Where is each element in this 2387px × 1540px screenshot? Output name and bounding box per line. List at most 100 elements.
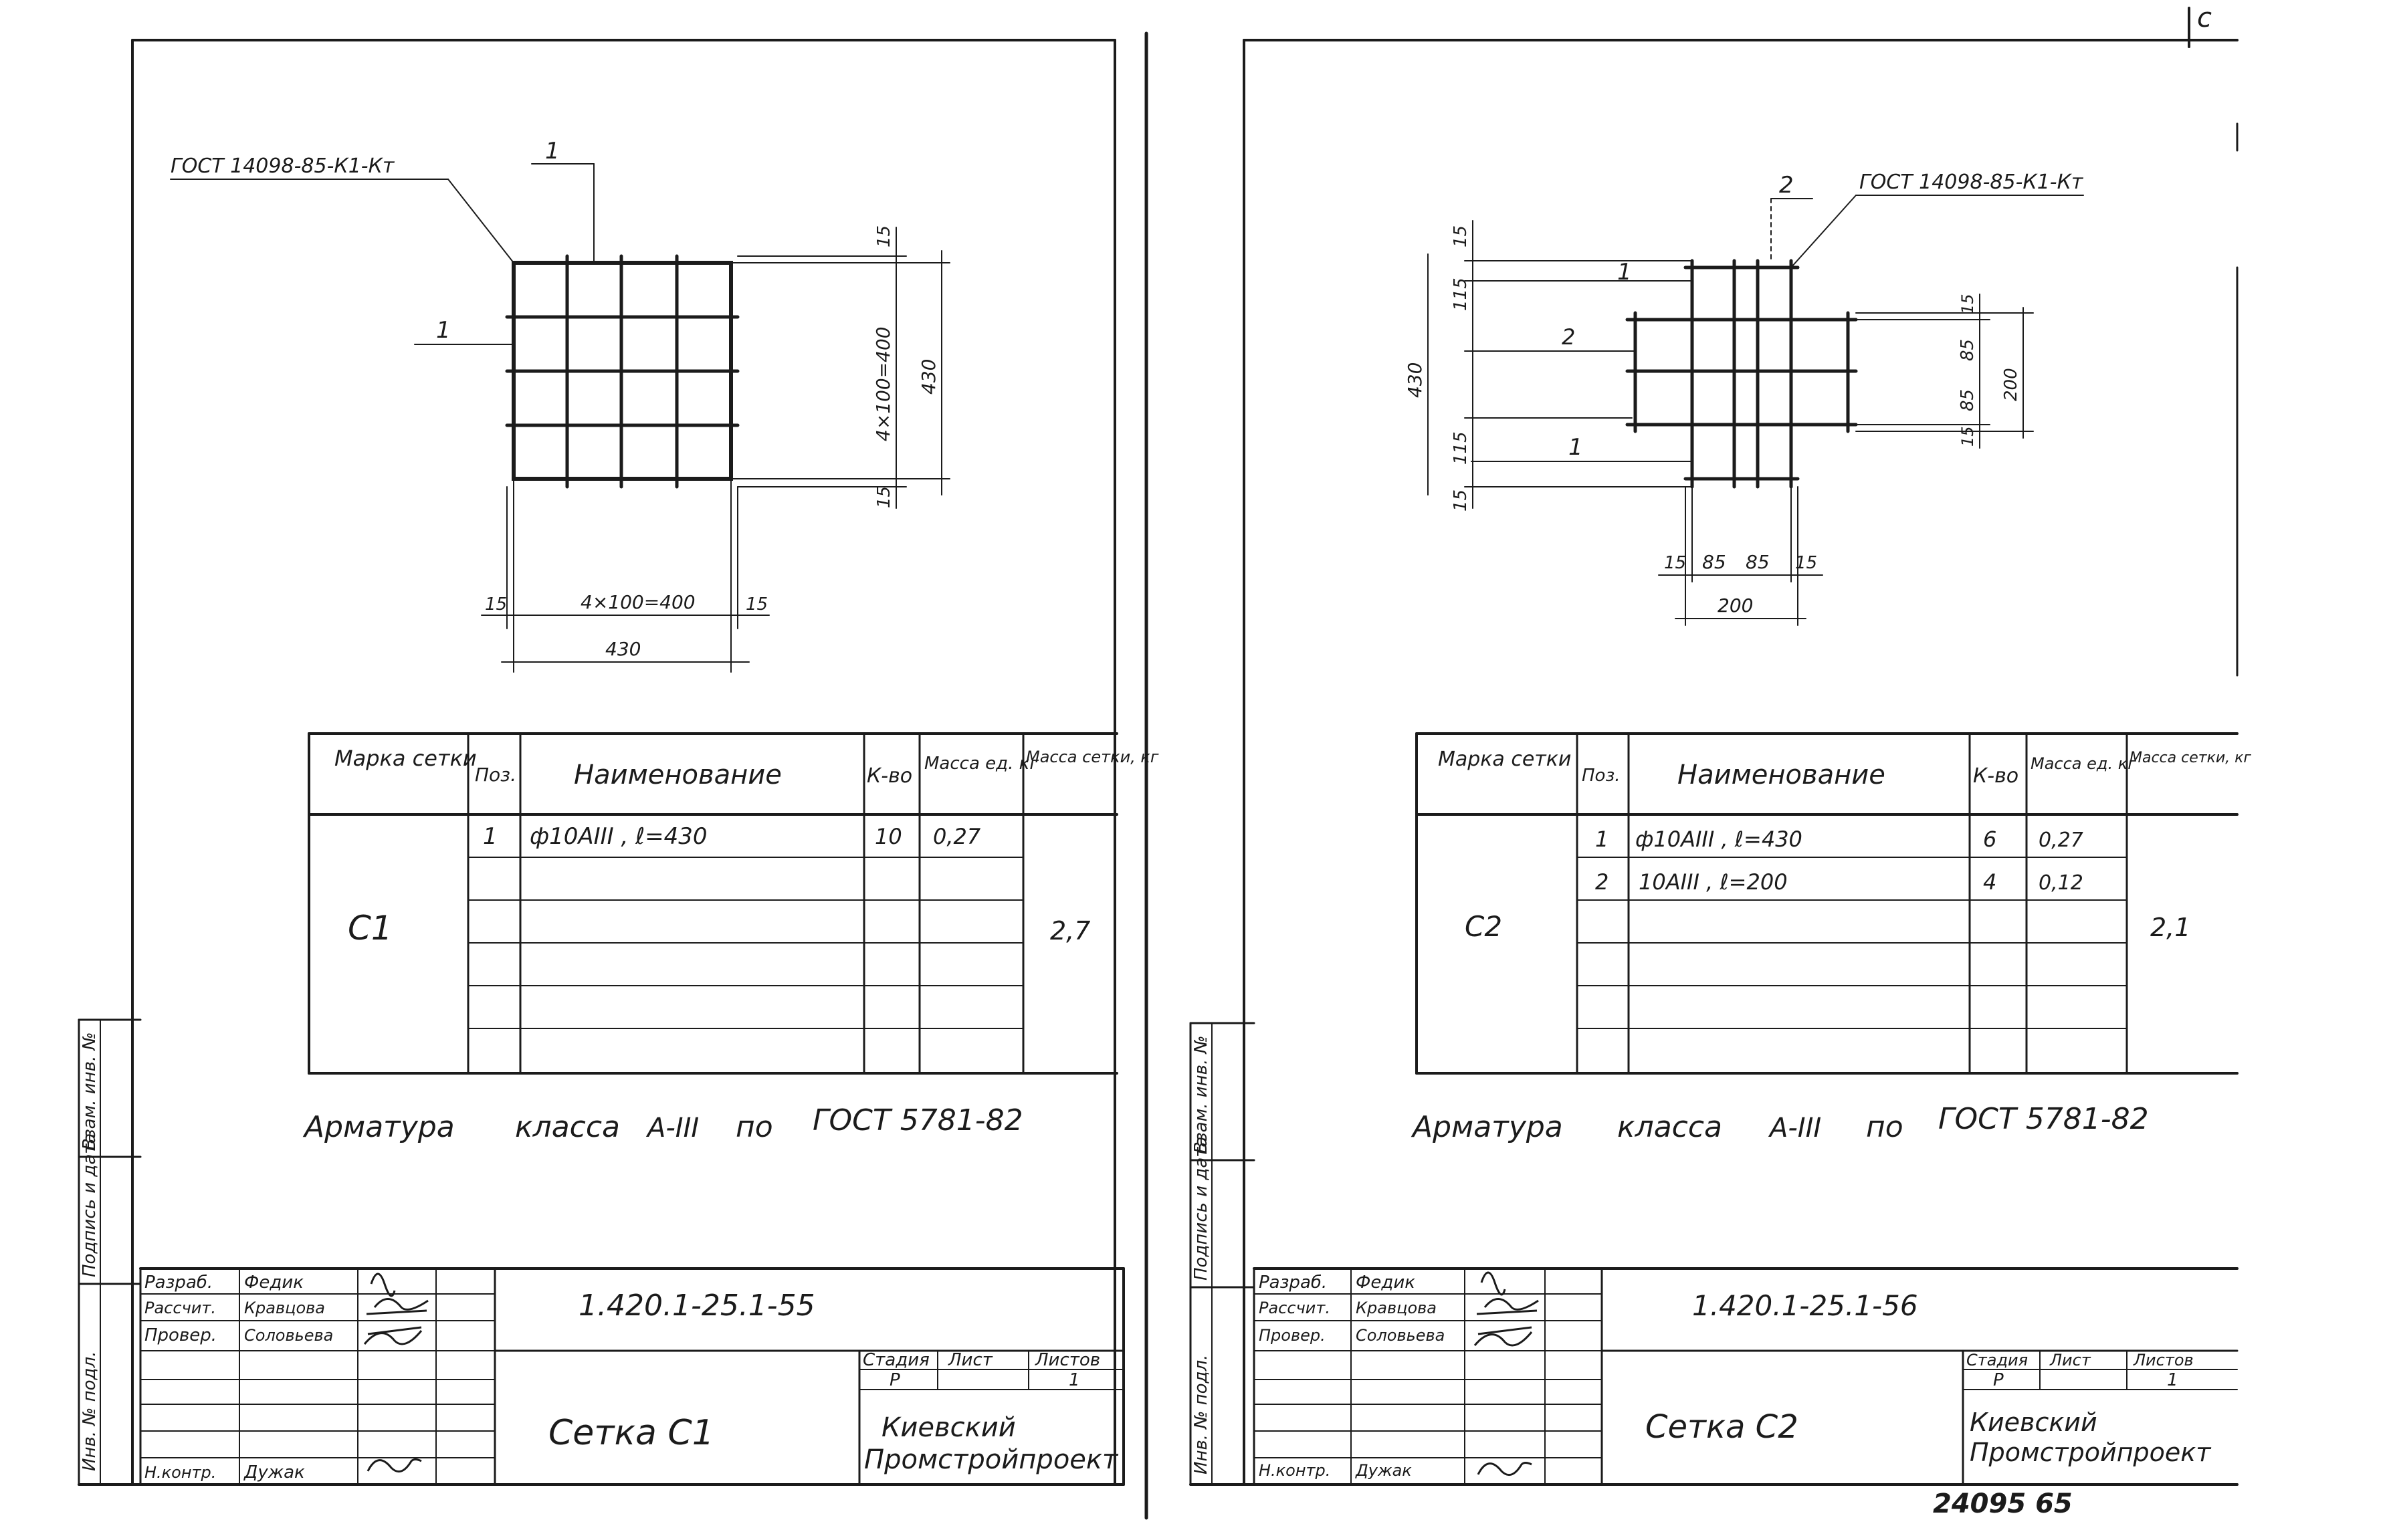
c2-row2-unit-mass: 0,12 bbox=[2039, 871, 2083, 895]
c2-role-1: Рассчит. bbox=[1259, 1299, 1330, 1317]
drawing-c2: 2 ГОСТ 14098-85-К1-Кт 1 2 1 15 115 430 1… bbox=[1404, 171, 2084, 626]
c1-dim-h-span: 4×100=400 bbox=[581, 591, 696, 613]
c1-signature-3 bbox=[367, 1458, 422, 1473]
c1-pos-1-left: 1 bbox=[436, 317, 451, 344]
c2-dim-v-115-bot: 115 bbox=[1451, 431, 1471, 465]
c1-note-w1: Арматура bbox=[302, 1110, 455, 1144]
c2-title: Сетка С2 bbox=[1645, 1408, 1798, 1446]
c1-hdr-qty: К-во bbox=[867, 764, 912, 788]
c2-hdr-unit-mass: Масса ед. кг bbox=[2031, 754, 2136, 773]
c1-note-w5: ГОСТ 5781-82 bbox=[813, 1103, 1023, 1137]
sheet-right: Взам. инв. № Подпись и дата Инв. № подл.… bbox=[1189, 39, 2251, 1519]
c1-mesh-mass: 2,7 bbox=[1050, 916, 1090, 946]
c1-signature-2 bbox=[363, 1326, 423, 1345]
c1-hdr-mark: Марка сетки bbox=[334, 746, 477, 771]
c1-org-line2: Промстройпроект bbox=[864, 1444, 1119, 1475]
c1-dim-v-bottom: 15 bbox=[874, 486, 894, 508]
c2-role-3: Н.контр. bbox=[1259, 1461, 1330, 1480]
side-label-inv-r: Инв. № подл. bbox=[1191, 1355, 1211, 1474]
bottom-stamp: 24095 65 bbox=[1933, 1489, 2073, 1519]
c2-org-line1: Киевский bbox=[1970, 1408, 2097, 1437]
title-block-c1: Разраб. Федик Рассчит. Кравцова Провер. … bbox=[139, 1267, 1125, 1486]
drawing-c1: 1 1 ГОСТ 14098-85-К1-Кт 15 4×100=400 430… bbox=[170, 138, 950, 673]
c2-row1-unit-mass: 0,27 bbox=[2039, 829, 2083, 852]
c1-title: Сетка С1 bbox=[548, 1413, 714, 1453]
c2-dim-r-15-bot: 15 bbox=[1958, 426, 1977, 447]
c2-signature-2 bbox=[1473, 1326, 1533, 1347]
c1-role-3: Н.контр. bbox=[144, 1463, 216, 1482]
c2-row1-qty: 6 bbox=[1983, 827, 1996, 852]
c1-dim-h-right: 15 bbox=[746, 594, 768, 615]
c1-row1-name: ф10АIII , ℓ=430 bbox=[530, 823, 708, 850]
c2-mesh-mass: 2,1 bbox=[2150, 913, 2190, 942]
c2-hdr-qty: К-во bbox=[1973, 764, 2018, 788]
side-label-vzam-r: Взам. инв. № bbox=[1191, 1035, 1211, 1153]
c1-role-2: Провер. bbox=[144, 1325, 217, 1345]
c1-note-w2: класса bbox=[515, 1110, 620, 1144]
c2-sheets-count: 1 bbox=[2167, 1370, 2178, 1390]
c1-pos-1-top: 1 bbox=[545, 138, 560, 164]
c1-dim-v-top: 15 bbox=[874, 225, 894, 247]
c2-pos-1-b: 1 bbox=[1568, 434, 1583, 461]
corner-mark: с bbox=[2197, 3, 2212, 33]
c2-role-0: Разраб. bbox=[1259, 1273, 1327, 1293]
c2-signature-1 bbox=[1476, 1271, 1539, 1315]
c1-hdr-pos: Поз. bbox=[475, 764, 516, 786]
c1-row1-unit-mass: 0,27 bbox=[933, 824, 981, 849]
sheet-right-frame bbox=[1189, 39, 2239, 1486]
c1-hdr-mesh-mass: Масса сетки, кг bbox=[1026, 748, 1159, 766]
note-c2: Арматура класса А-III по ГОСТ 5781-82 bbox=[1411, 1102, 2149, 1144]
c1-dim-h-total: 430 bbox=[605, 638, 641, 660]
c2-note-w5: ГОСТ 5781-82 bbox=[1938, 1102, 2149, 1136]
spec-table-c2: Марка сетки Поз. Наименование К-во Масса… bbox=[1415, 732, 2251, 1075]
c2-name-1: Кравцова bbox=[1356, 1299, 1437, 1317]
c2-dim-b-15-r: 15 bbox=[1795, 553, 1817, 573]
c2-hdr-pos: Поз. bbox=[1582, 766, 1621, 786]
c2-hdr-name: Наименование bbox=[1677, 760, 1885, 790]
c2-sheet-header: Лист bbox=[2049, 1351, 2091, 1369]
c1-mark: С1 bbox=[348, 909, 393, 948]
c2-note-w3: А-III bbox=[1768, 1113, 1821, 1143]
c1-sheets-count: 1 bbox=[1069, 1370, 1080, 1390]
c2-pos-1-a: 1 bbox=[1617, 259, 1632, 286]
c2-sheets-header: Листов bbox=[2133, 1351, 2194, 1369]
sheet-dividers: с bbox=[1144, 3, 2239, 1520]
side-label-sign-date-r: Подпись и дата bbox=[1191, 1137, 1211, 1281]
c2-dim-r-15-top: 15 bbox=[1958, 294, 1977, 314]
c1-note-w4: по bbox=[736, 1110, 773, 1144]
c2-dim-b-200: 200 bbox=[1718, 594, 1753, 617]
c2-name-2: Соловьева bbox=[1356, 1326, 1445, 1345]
side-label-sign-date: Подпись и дата bbox=[80, 1133, 100, 1277]
sheet-left-frame bbox=[78, 39, 1125, 1486]
c2-note-w1: Арматура bbox=[1411, 1110, 1563, 1144]
c1-hdr-mark-text: Марка сетки bbox=[334, 746, 477, 771]
c1-name-3: Дужак bbox=[243, 1462, 305, 1482]
c2-row1-pos: 1 bbox=[1595, 827, 1608, 852]
c2-dim-v-115-top: 115 bbox=[1451, 278, 1471, 311]
c1-row1-pos: 1 bbox=[483, 823, 498, 850]
c2-dim-v-15-top: 15 bbox=[1451, 225, 1471, 247]
c2-dim-r-200: 200 bbox=[2001, 368, 2021, 401]
c2-note-w2: класса bbox=[1617, 1110, 1722, 1144]
c2-row1-name: ф10АIII , ℓ=430 bbox=[1635, 827, 1802, 852]
c1-sheet-header: Лист bbox=[948, 1350, 993, 1370]
c2-row2-name: 10АIII , ℓ=200 bbox=[1639, 869, 1788, 895]
c2-dim-b-85-b: 85 bbox=[1746, 551, 1770, 573]
c2-stage-header: Стадия bbox=[1966, 1351, 2028, 1369]
c1-signature-1 bbox=[366, 1273, 429, 1315]
c1-sheets-header: Листов bbox=[1035, 1350, 1100, 1370]
side-label-inv: Инв. № подл. bbox=[80, 1351, 100, 1471]
c1-org-line1: Киевский bbox=[881, 1412, 1016, 1443]
c2-row2-qty: 4 bbox=[1983, 869, 1996, 895]
c1-dim-h-left: 15 bbox=[485, 594, 507, 615]
c2-role-2: Провер. bbox=[1259, 1326, 1326, 1345]
spec-table-c1: Марка сетки Поз. Наименование К-во Масса… bbox=[308, 732, 1159, 1075]
c2-dim-v-15-bot: 15 bbox=[1451, 489, 1471, 512]
c2-org-line2: Промстройпроект bbox=[1970, 1438, 2212, 1467]
c2-dim-b-15-l: 15 bbox=[1664, 553, 1686, 573]
c2-mark: С2 bbox=[1465, 910, 1502, 943]
c1-role-1: Рассчит. bbox=[144, 1299, 216, 1317]
side-labels-right: Взам. инв. № Подпись и дата Инв. № подл. bbox=[1191, 1035, 1211, 1474]
c1-note-w3: А-III bbox=[645, 1113, 699, 1143]
